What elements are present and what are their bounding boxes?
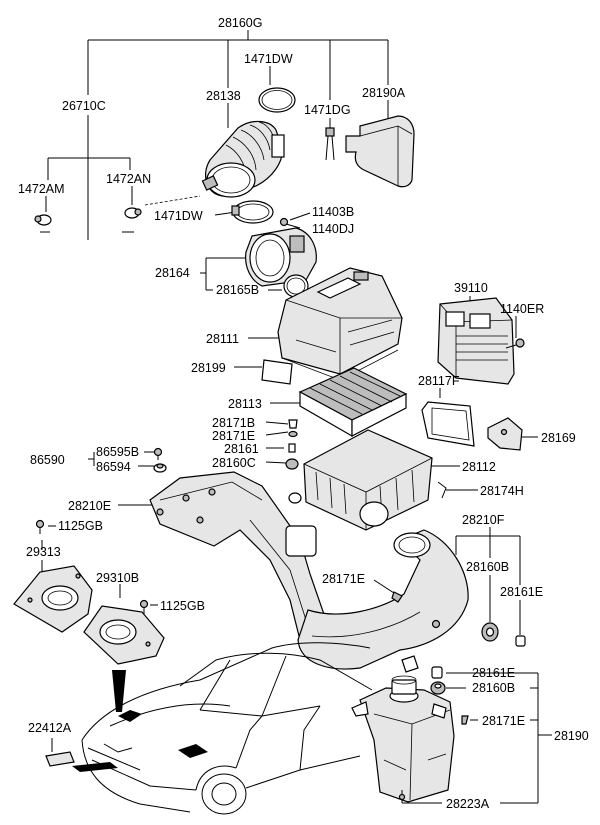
grommet-small-right <box>515 635 526 647</box>
label-28171E-a: 28171E <box>212 429 255 443</box>
hose-clamp-right <box>124 207 142 219</box>
tag-plate <box>45 751 75 767</box>
label-1140ER: 1140ER <box>500 302 544 316</box>
label-28161E-a: 28161E <box>500 585 543 599</box>
duct-clip <box>401 655 419 673</box>
engine-control-module <box>437 297 515 385</box>
grommet-right <box>481 622 499 642</box>
label-28210E: 28210E <box>68 499 111 513</box>
label-29310B: 29310B <box>96 571 139 585</box>
label-28160B-b: 28160B <box>472 681 515 695</box>
shield-bolt-left <box>35 519 45 534</box>
intake-hose <box>201 120 285 198</box>
reservoir-fittings <box>398 666 469 801</box>
label-28171B: 28171B <box>212 416 255 430</box>
hood-bolt <box>153 447 163 460</box>
label-86595B: 86595B <box>96 445 139 459</box>
label-28210F: 28210F <box>462 513 505 527</box>
label-28164: 28164 <box>155 266 190 280</box>
label-1471DW-top: 1471DW <box>244 52 293 66</box>
label-28223A: 28223A <box>446 797 490 811</box>
label-28165B: 28165B <box>216 283 259 297</box>
label-28161-a: 28161 <box>224 442 259 456</box>
label-11403B: 11403B <box>312 205 354 219</box>
hose-clamp-left <box>34 214 52 226</box>
hose-clamp-ring-top <box>258 87 296 113</box>
label-26710C: 26710C <box>62 99 106 113</box>
label-1125GB-a: 1125GB <box>58 519 103 533</box>
label-28160B-a: 28160B <box>466 560 509 574</box>
label-29313: 29313 <box>26 545 61 559</box>
filter-seal-frame <box>421 401 475 447</box>
mounting-bracket <box>487 417 523 451</box>
air-outlet-duct <box>297 529 469 670</box>
air-cleaner-upper-cover <box>277 267 403 381</box>
heat-shield-left <box>13 565 93 633</box>
mounting-screw <box>279 217 301 229</box>
hood-clip <box>153 463 167 473</box>
label-1471DG: 1471DG <box>304 103 351 117</box>
hose-clip <box>325 127 335 161</box>
resonator-cover <box>345 115 415 188</box>
label-28199: 28199 <box>191 361 226 375</box>
label-86590: 86590 <box>30 453 65 467</box>
label-28171E-c: 28171E <box>482 714 525 728</box>
label-28112: 28112 <box>462 460 496 474</box>
label-28160C: 28160C <box>212 456 256 470</box>
label-28113: 28113 <box>228 397 262 411</box>
part-number-labels: 28160G 1471DW 28138 26710C 1471DG 28190A… <box>18 16 589 811</box>
label-28117F: 28117F <box>418 374 460 388</box>
label-28160G: 28160G <box>218 16 262 30</box>
label-1472AN: 1472AN <box>106 172 151 186</box>
label-28138: 28138 <box>206 89 241 103</box>
label-1472AM: 1472AM <box>18 182 65 196</box>
leader-lines <box>41 30 552 804</box>
sedan-car-outline <box>72 642 373 815</box>
hose-clamp-ring-mid <box>231 200 274 224</box>
heat-shield-right <box>83 605 165 665</box>
label-39110: 39110 <box>454 281 488 295</box>
air-filter-element <box>298 367 408 438</box>
label-1471DW-mid: 1471DW <box>154 209 203 223</box>
label-28190: 28190 <box>554 729 589 743</box>
label-plate <box>261 359 293 385</box>
label-22412A: 22412A <box>28 721 72 735</box>
label-28171E-b: 28171E <box>322 572 365 586</box>
drain-hose-clip <box>437 481 447 499</box>
module-bolt <box>505 338 525 349</box>
label-28174H: 28174H <box>480 484 524 498</box>
air-cleaner-lower-case <box>288 429 433 531</box>
label-28111: 28111 <box>206 332 239 346</box>
label-28169: 28169 <box>541 431 576 445</box>
breather-hose <box>40 224 134 266</box>
label-1140DJ: 1140DJ <box>312 222 354 236</box>
air-flow-sensor <box>245 227 317 287</box>
small-grommets <box>285 419 299 470</box>
resonator-reservoir <box>351 675 455 803</box>
duct-screw <box>391 591 403 603</box>
label-1125GB-b: 1125GB <box>160 599 205 613</box>
shield-bolt-right <box>139 599 149 614</box>
label-28161E-b: 28161E <box>472 666 515 680</box>
label-28190A: 28190A <box>362 86 406 100</box>
label-86594: 86594 <box>96 460 131 474</box>
